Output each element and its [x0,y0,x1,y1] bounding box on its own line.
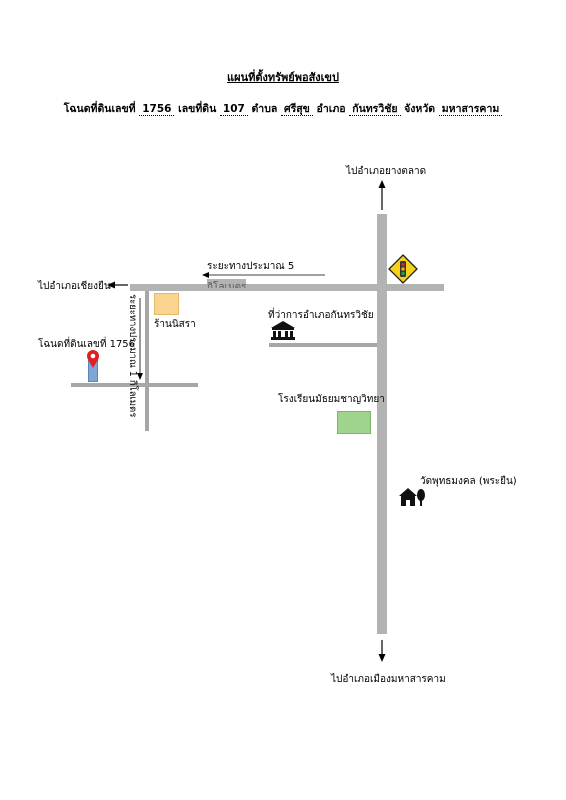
school-marker [337,411,371,434]
deed-subtitle: โฉนดที่ดินเลขที่ 1756 เลขที่ดิน 107 ตำบล… [0,100,566,117]
school-label: โรงเรียนมัธยมชาญวิทยา [278,394,385,405]
horizontal-distance-label: ระยะทางประมาณ 5 [207,261,295,272]
temple-label: วัดพุทธมงคล (พระยืน) [420,476,517,487]
district-label: อำเภอ [316,103,346,115]
location-pin-icon [87,350,99,368]
government-building-icon [271,321,295,340]
subdistrict-name: ศรีสุข [280,103,313,116]
province-name: มหาสารคาม [438,103,503,116]
side-road-vertical [145,291,149,431]
land-no-label: เลขที่ดิน [178,103,217,115]
subdistrict-label: ตำบล [251,103,278,115]
vertical-distance-label: ระยะทางประมาณ 1 กิโลเมตร [127,294,138,418]
south-direction-label: ไปอำเภอเมืองมหาสารคาม [331,674,446,685]
traffic-light-sign-icon [388,254,418,284]
land-number: 107 [219,103,248,116]
north-direction-label: ไปอำเภอยางตลาด [346,166,427,177]
shop-marker [154,293,179,315]
side-road-horizontal [71,383,198,387]
deed-number: 1756 [139,103,175,116]
horizontal-distance-unit: กิโลเมตร [207,279,247,288]
north-arrow [378,180,386,210]
district-name: กันทรวิชัย [349,103,401,116]
main-road-horizontal [130,284,444,291]
house-tree-icon [399,488,425,506]
district-office-label: ที่ว่าการอำเภอกันทรวิชัย [268,310,374,321]
parcel-label: โฉนดที่ดินเลขที่ 1756 [38,339,136,350]
shop-label: ร้านนิสรา [154,319,196,330]
province-label: จังหวัด [404,103,436,115]
south-arrow [378,640,386,662]
main-road-vertical [377,214,387,634]
deed-prefix: โฉนดที่ดินเลขที่ [63,103,136,115]
district-office-road [269,343,377,347]
west-arrow [107,281,128,289]
vertical-distance-arrow [137,298,143,380]
horizontal-distance-arrow [202,272,325,278]
map-title: แผนที่ตั้งทรัพย์พอสังเขป [227,71,339,84]
west-direction-label: ไปอำเภอเชียงยืน [38,281,111,292]
